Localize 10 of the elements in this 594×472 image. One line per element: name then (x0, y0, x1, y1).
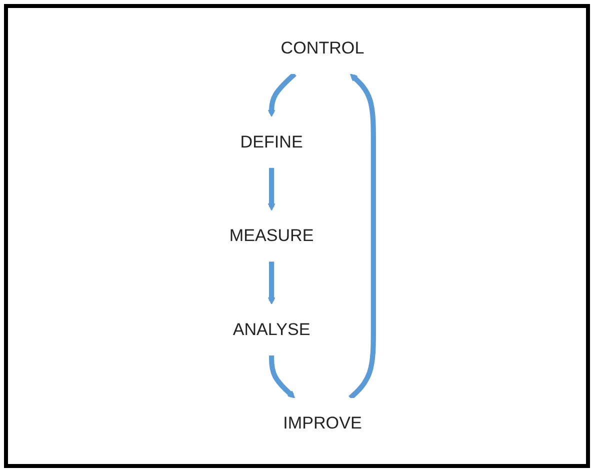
arrow (268, 168, 276, 211)
arrow (348, 74, 376, 400)
node-text: ANALYSE (233, 320, 310, 340)
node-text: DEFINE (240, 132, 304, 152)
node-text: CONTROL (281, 39, 364, 58)
node-text: IMPROVE (283, 414, 362, 433)
node-text: MEASURE (230, 226, 314, 246)
arrow (268, 262, 276, 305)
arrow (269, 355, 296, 398)
arrow (268, 72, 297, 117)
